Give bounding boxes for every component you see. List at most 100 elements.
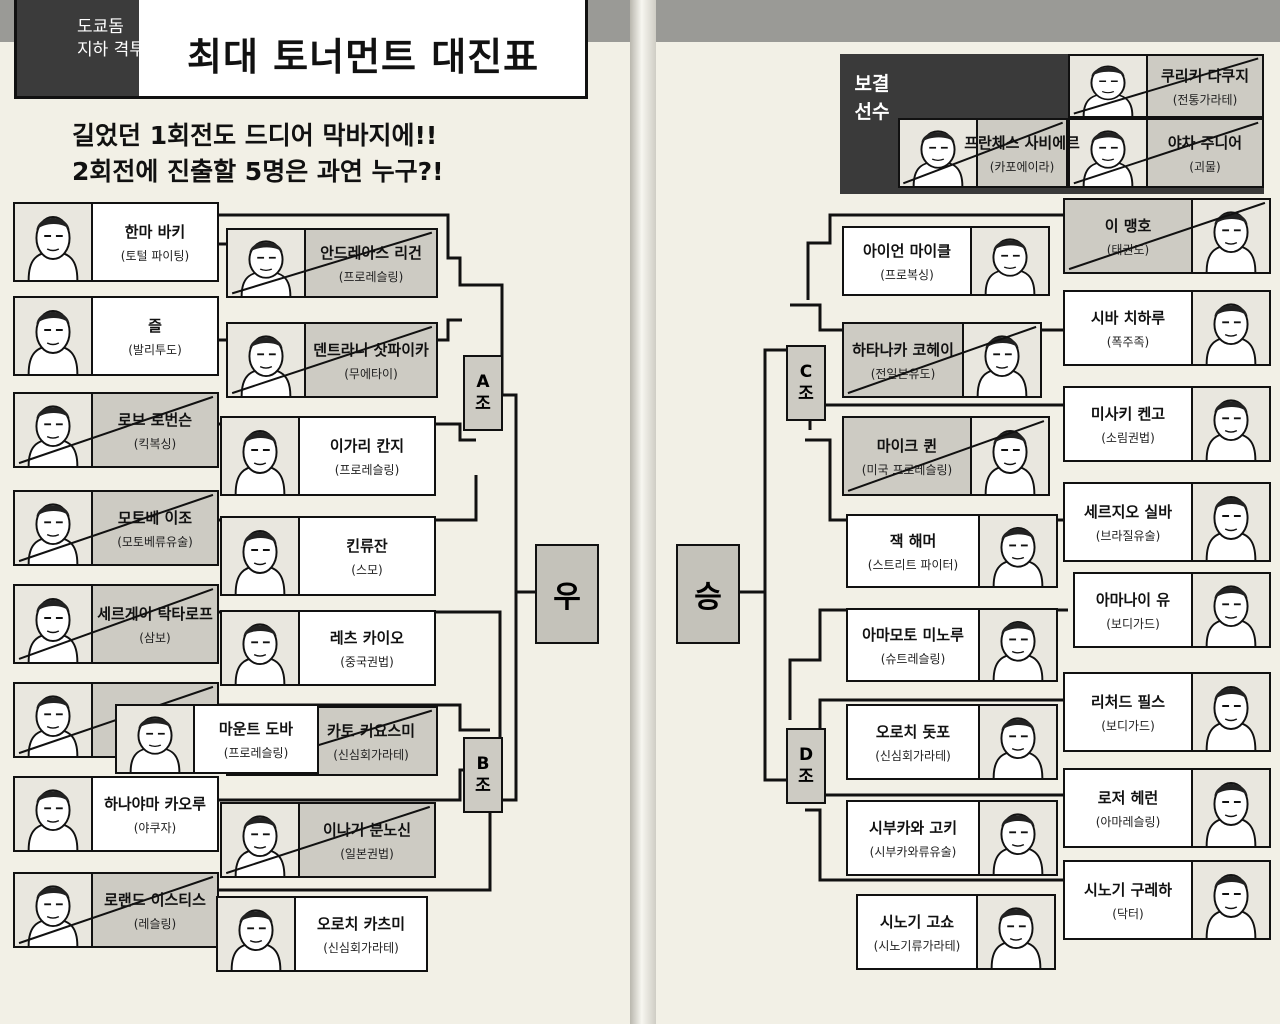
fighter-box: 시노기 구레하(닥터) (1063, 860, 1271, 940)
fighter-box: 시노기 고쇼(시노기류가라테) (856, 894, 1056, 970)
reserve-label-line2: 선수 (854, 101, 890, 123)
fighter-label: 시노기 구레하(닥터) (1065, 862, 1191, 938)
fighter-box: 하타나카 코헤이(전일본유도) (842, 322, 1042, 398)
final-right-box: 승 (676, 544, 740, 644)
fighter-portrait-icon (15, 394, 93, 466)
fighter-portrait-icon (970, 418, 1048, 494)
fighter-portrait-icon (15, 874, 93, 946)
fighter-label: 시바 치하루(폭주족) (1065, 292, 1191, 364)
fighter-box: 세르지오 실바(브라질유술) (1063, 482, 1271, 562)
fighter-style: (신심회가라테) (875, 748, 951, 763)
fighter-name: 로브 로번슨 (117, 410, 193, 429)
right-top-band (656, 0, 1280, 42)
fighter-box: 로저 헤런(아마레슬링) (1063, 768, 1271, 848)
fighter-label: 아이언 마이클(프로복싱) (844, 228, 970, 294)
book-gutter (630, 0, 656, 1024)
group-c-suffix: 조 (798, 384, 814, 404)
fighter-name: 잭 해머 (889, 531, 937, 550)
fighter-box: 하나야마 카오루(야쿠자) (13, 776, 219, 852)
fighter-box: 모토베 이조(모토베류유술) (13, 490, 219, 566)
fighter-name: 하타나카 코헤이 (852, 340, 954, 359)
reserve-fighter-box: 야차 주니어(괴물) (1068, 118, 1264, 188)
fighter-portrait-icon (222, 612, 300, 684)
tagline: 길었던 1회전도 드디어 막바지에!! 2회전에 진출할 5명은 과연 누구?! (72, 118, 444, 190)
fighter-portrait-icon (900, 120, 978, 186)
fighter-style: (레슬링) (133, 916, 177, 931)
fighter-portrait-icon (1191, 484, 1269, 560)
fighter-style: (폭주족) (1106, 334, 1150, 349)
fighter-box: 세르게이 탁타로프(삼보) (13, 584, 219, 664)
fighter-label: 하나야마 카오루(야쿠자) (93, 778, 217, 850)
fighter-label: 야차 주니어(괴물) (1148, 120, 1262, 186)
final-left-label: 우 (553, 580, 581, 615)
fighter-box: 오로치 돗포 (신심회가라테) (846, 704, 1058, 780)
fighter-box: 아이언 마이클(프로복싱) (842, 226, 1050, 296)
fighter-label: 카토 키요스미(신심회가라테) (306, 708, 436, 774)
fighter-label: 시노기 고쇼(시노기류가라테) (858, 896, 976, 968)
fighter-name: 한마 바키 (124, 222, 186, 241)
fighter-style: (보디가드) (1101, 718, 1155, 733)
fighter-style: (슈트레슬링) (880, 651, 946, 666)
header-dark-block (17, 0, 139, 96)
fighter-portrait-icon (15, 684, 93, 756)
fighter-box: 즐(발리투도) (13, 296, 219, 376)
header-subtitle-line1: 도쿄돔 (77, 17, 124, 37)
fighter-label: 시부카와 고키(시부카와류유술) (848, 802, 978, 874)
fighter-box: 마이크 퀸(미국 프로레슬링) (842, 416, 1050, 496)
fighter-portrait-icon (1191, 388, 1269, 460)
fighter-label: 세르게이 탁타로프(삼보) (93, 586, 217, 662)
fighter-portrait-icon (117, 706, 195, 772)
fighter-box: 이나기 분노신(일본권법) (220, 802, 436, 878)
fighter-style: (야쿠자) (133, 820, 177, 835)
fighter-box: 덴트라니 삿파이카(무에타이) (226, 322, 438, 398)
fighter-name: 오로치 돗포 (875, 722, 951, 741)
fighter-label: 로저 헤런(아마레슬링) (1065, 770, 1191, 846)
fighter-label: 로랜드 이스티스(레슬링) (93, 874, 217, 946)
fighter-name: 마운트 도바 (218, 719, 294, 738)
fighter-name: 마이크 퀸 (876, 436, 938, 455)
fighter-style: (스트리트 파이터) (867, 557, 959, 572)
fighter-name: 프란체스 사비에르 (964, 133, 1080, 152)
fighter-box: 시바 치하루(폭주족) (1063, 290, 1271, 366)
fighter-label: 이나기 분노신(일본권법) (300, 804, 434, 876)
fighter-name: 시노기 고쇼 (879, 912, 955, 931)
fighter-portrait-icon (228, 230, 306, 296)
fighter-name: 아마모토 미노루 (862, 625, 964, 644)
fighter-style: (신심회가라테) (323, 940, 399, 955)
fighter-label: 이 맹호 (태권도) (1065, 200, 1191, 272)
fighter-portrait-icon (978, 516, 1056, 586)
fighter-label: 레츠 카이오(중국권법) (300, 612, 434, 684)
fighter-portrait-icon (1191, 292, 1269, 364)
fighter-style: (태권도) (1106, 242, 1150, 257)
fighter-box: 레츠 카이오(중국권법) (220, 610, 436, 686)
fighter-style: (닥터) (1112, 906, 1144, 921)
fighter-name: 이 맹호 (1104, 216, 1152, 235)
fighter-name: 아이언 마이클 (862, 241, 952, 260)
fighter-label: 아마나이 유 (보디가드) (1075, 574, 1191, 646)
fighter-box: 안드레아스 리건 (프로레슬링) (226, 228, 438, 298)
fighter-style: (프로레슬링) (338, 269, 404, 284)
fighter-label: 킨류잔(스모) (300, 518, 434, 594)
fighter-box: 로랜드 이스티스(레슬링) (13, 872, 219, 948)
fighter-portrait-icon (15, 778, 93, 850)
fighter-name: 이가리 칸지 (329, 436, 405, 455)
fighter-portrait-icon (978, 706, 1056, 778)
fighter-label: 프란체스 사비에르(카포에이라) (964, 120, 1080, 186)
fighter-box: 잭 해머 (스트리트 파이터) (846, 514, 1058, 588)
fighter-label: 하타나카 코헤이(전일본유도) (844, 324, 962, 396)
header-banner: 도쿄돔 지하 격투장 최대 토너먼트 대진표 (14, 0, 588, 99)
fighter-label: 마운트 도바(프로레슬링) (195, 706, 317, 772)
fighter-name: 아마나이 유 (1095, 590, 1171, 609)
fighter-portrait-icon (15, 298, 93, 374)
fighter-style: (브라질유술) (1095, 528, 1161, 543)
fighter-label: 모토베 이조(모토베류유술) (93, 492, 217, 564)
fighter-portrait-icon (1191, 674, 1269, 750)
fighter-style: (보디가드) (1106, 616, 1160, 631)
overlay-fighter-box: 마운트 도바(프로레슬링) (115, 704, 319, 774)
fighter-name: 안드레아스 리건 (320, 243, 422, 262)
fighter-label: 로브 로번슨(킥복싱) (93, 394, 217, 466)
